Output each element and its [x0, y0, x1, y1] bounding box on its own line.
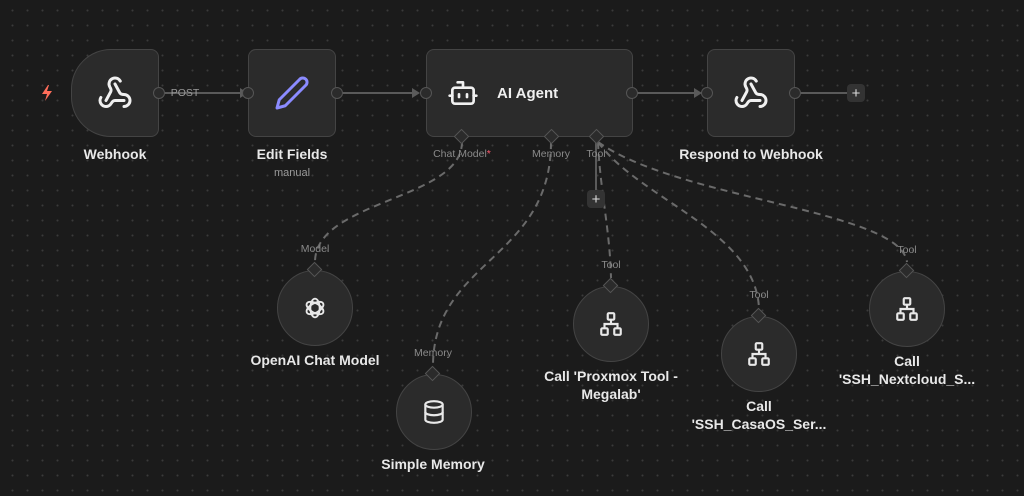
arrow-head [412, 88, 420, 98]
ai-agent-node[interactable]: AI Agent [426, 49, 633, 137]
edit-fields-node-label: Edit Fields [256, 146, 328, 162]
memory-port-label: Memory [532, 148, 570, 160]
edit-fields-output-port[interactable] [331, 87, 343, 99]
casaos-node-label: Call'SSH_CasaOS_Ser... [691, 398, 827, 432]
add-node-button[interactable]: + [847, 84, 865, 102]
webhook-node-label: Webhook [83, 146, 147, 162]
tool-port-label: Tool [586, 148, 606, 160]
pencil-icon [275, 76, 309, 110]
respond-to-webhook-node[interactable] [707, 49, 795, 137]
casaos-tool-node[interactable] [721, 316, 797, 392]
workflow-icon [600, 312, 622, 336]
memory-node-port-label: Memory [414, 347, 452, 359]
simple-memory-label: Simple Memory [381, 456, 485, 472]
proxmox-node-label: Call 'Proxmox Tool -Megalab' [544, 368, 678, 402]
wire-agent-casaos[interactable] [597, 141, 760, 309]
wire-agent-nextcloud[interactable] [597, 141, 908, 263]
respond-output-port[interactable] [789, 87, 801, 99]
casaos-port-label: Tool [749, 289, 769, 301]
ai-agent-input-port[interactable] [420, 87, 432, 99]
ai-agent-node-label: AI Agent [497, 84, 559, 102]
openai-node-label: OpenAI Chat Model [250, 352, 380, 368]
wire-agent-memory[interactable] [432, 141, 552, 367]
nextcloud-tool-node[interactable] [869, 271, 945, 347]
proxmox-port-label: Tool [601, 259, 621, 271]
nextcloud-node-label: Call'SSH_Nextcloud_S... [838, 353, 976, 387]
nextcloud-port-label: Tool [897, 244, 917, 256]
edit-fields-input-port[interactable] [242, 87, 254, 99]
connection-label-post: POST [170, 87, 200, 99]
proxmox-tool-node[interactable] [573, 286, 649, 362]
workflow-icon [748, 342, 770, 366]
add-tool-button[interactable]: + [587, 190, 605, 208]
wire-agent-proxmox[interactable] [597, 141, 612, 279]
webhook-output-port[interactable] [153, 87, 165, 99]
webhook-icon [734, 76, 768, 108]
openai-chat-model-node[interactable] [277, 270, 353, 346]
edit-fields-node[interactable] [248, 49, 336, 137]
edit-fields-subtitle: manual [273, 167, 311, 179]
database-icon [424, 400, 444, 424]
ai-agent-output-port[interactable] [626, 87, 638, 99]
openai-icon [305, 297, 325, 319]
chat-model-port-label: Chat Model* [433, 148, 491, 160]
wire-agent-openai[interactable] [314, 141, 463, 263]
respond-node-label: Respond to Webhook [679, 146, 823, 162]
arrow-head [694, 88, 702, 98]
trigger-bolt-icon [42, 85, 52, 101]
webhook-node[interactable] [71, 49, 159, 137]
openai-port-label: Model [300, 243, 330, 255]
simple-memory-node[interactable] [396, 374, 472, 450]
webhook-icon [98, 76, 132, 108]
robot-icon [448, 81, 478, 105]
workflow-icon [896, 297, 918, 321]
respond-input-port[interactable] [701, 87, 713, 99]
